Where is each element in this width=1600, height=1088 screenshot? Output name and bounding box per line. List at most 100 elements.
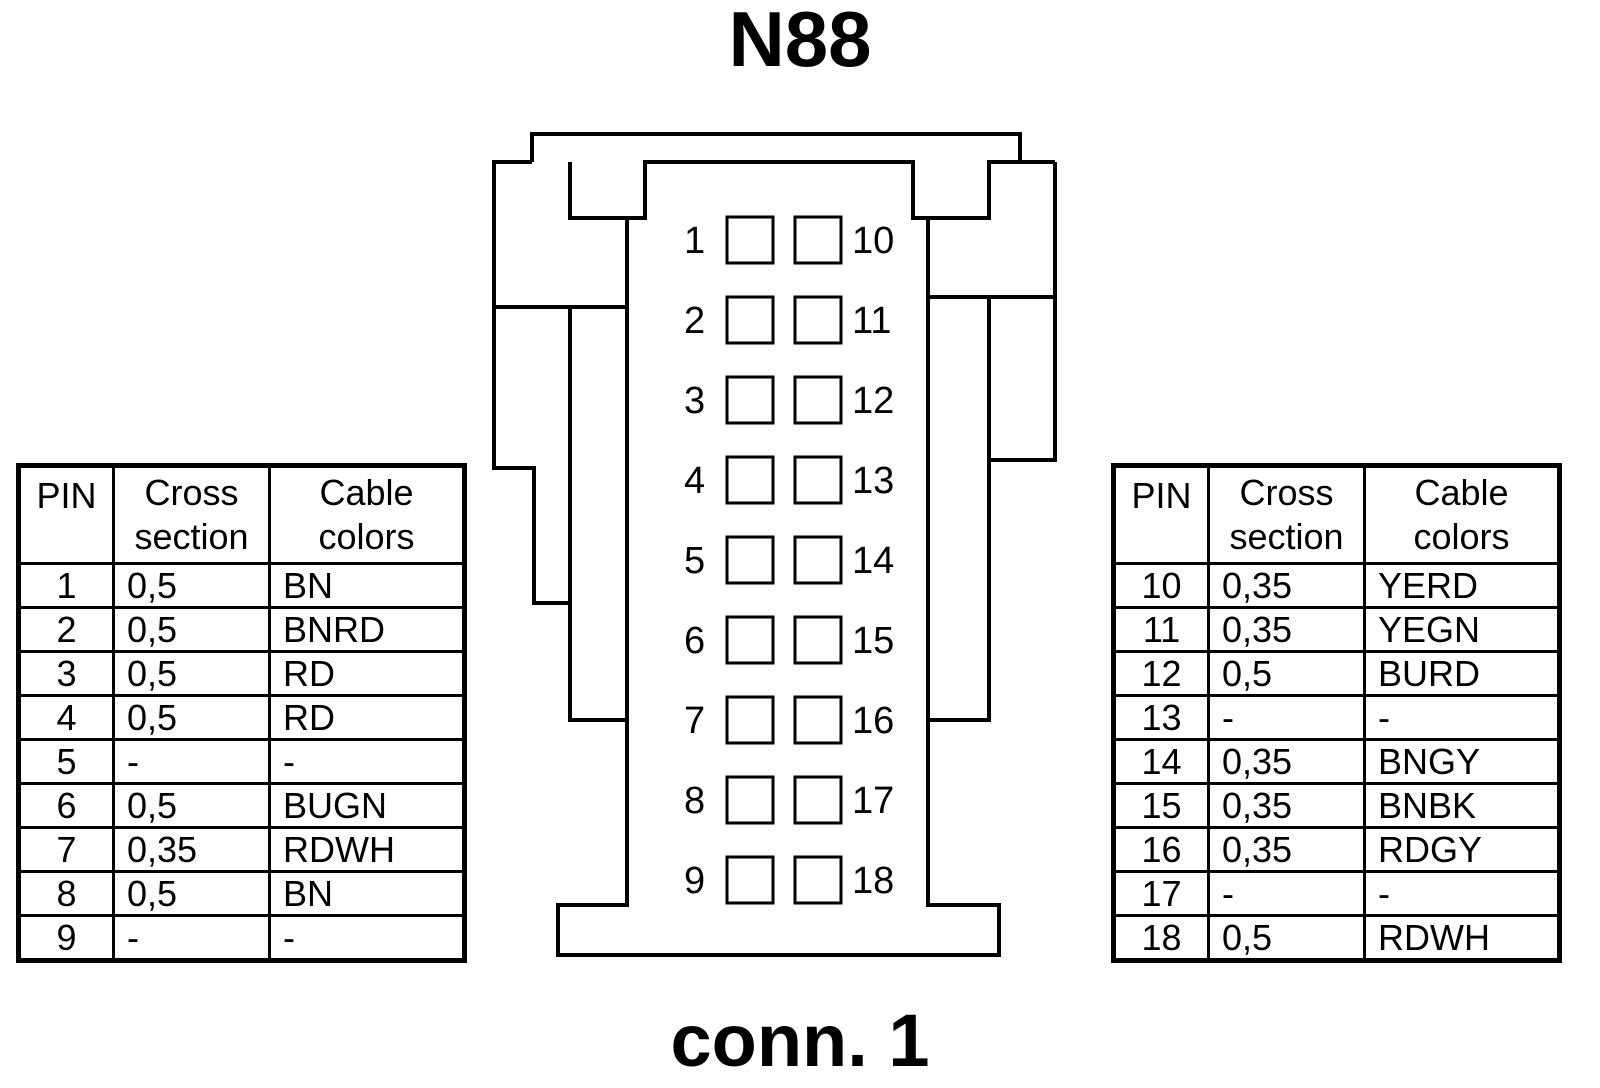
pin-slot bbox=[793, 615, 843, 665]
pin-number-label: 18 bbox=[852, 860, 895, 902]
cable-color-cell: BNBK bbox=[1363, 782, 1561, 829]
pin-number-label: 17 bbox=[852, 780, 895, 822]
pin-slot bbox=[725, 855, 775, 905]
connector-left-wing bbox=[492, 160, 627, 722]
pin-slot bbox=[793, 375, 843, 425]
pin-number-label: 13 bbox=[852, 460, 895, 502]
cable-color-cell: RDWH bbox=[268, 826, 466, 873]
cross-section-cell: - bbox=[112, 914, 271, 962]
cross-section-cell: 0,35 bbox=[1207, 562, 1366, 609]
cross-section-cell: 0,35 bbox=[112, 826, 271, 873]
pin-cell: 17 bbox=[1112, 870, 1210, 917]
pin-cell: 7 bbox=[17, 826, 115, 873]
cable-color-cell: YERD bbox=[1363, 562, 1561, 609]
pin-slot bbox=[793, 295, 843, 345]
cross-section-cell: 0,5 bbox=[112, 606, 271, 653]
pin-cell: 2 bbox=[17, 606, 115, 653]
pin-number-label: 1 bbox=[684, 220, 706, 262]
pin-cell: 4 bbox=[17, 694, 115, 741]
pin-cell: 16 bbox=[1112, 826, 1210, 873]
cable-color-cell: BUGN bbox=[268, 782, 466, 829]
cross-section-cell: - bbox=[112, 738, 271, 785]
pin-slot bbox=[793, 535, 843, 585]
cable-color-cell: BN bbox=[268, 870, 466, 917]
cross-section-cell: - bbox=[1207, 694, 1366, 741]
pin-number-label: 5 bbox=[684, 540, 706, 582]
cable-color-cell: YEGN bbox=[1363, 606, 1561, 653]
pin-slot bbox=[793, 855, 843, 905]
pin-cell: 13 bbox=[1112, 694, 1210, 741]
pin-number-label: 15 bbox=[852, 620, 895, 662]
cable-color-cell: - bbox=[268, 914, 466, 962]
pin-cell: 1 bbox=[17, 562, 115, 609]
pin-cell: 15 bbox=[1112, 782, 1210, 829]
cable-color-cell: BNRD bbox=[268, 606, 466, 653]
connector-top-bar bbox=[530, 132, 1022, 162]
connector-body bbox=[556, 218, 1001, 957]
cross-section-cell: 0,35 bbox=[1207, 738, 1366, 785]
pin-number-label: 11 bbox=[852, 300, 892, 342]
cross-section-cell: 0,5 bbox=[1207, 914, 1366, 962]
cable-color-cell: - bbox=[1363, 870, 1561, 917]
cable-color-cell: RD bbox=[268, 650, 466, 697]
diagram-title: N88 bbox=[728, 0, 872, 83]
pin-slot bbox=[793, 455, 843, 505]
cable-color-cell: RD bbox=[268, 694, 466, 741]
pin-slot bbox=[725, 615, 775, 665]
pin-number-label: 10 bbox=[852, 220, 895, 262]
cross-section-cell: 0,35 bbox=[1207, 782, 1366, 829]
pin-number-label: 4 bbox=[684, 460, 706, 502]
header-pin: PIN bbox=[1112, 464, 1210, 565]
pin-number-label: 2 bbox=[684, 300, 706, 342]
cross-section-cell: 0,35 bbox=[1207, 826, 1366, 873]
header-pin: PIN bbox=[17, 464, 115, 565]
cross-section-cell: - bbox=[1207, 870, 1366, 917]
connector-label: conn. 1 bbox=[670, 999, 930, 1082]
pin-slot bbox=[793, 775, 843, 825]
pin-slot bbox=[725, 375, 775, 425]
table-row: 17-- bbox=[1112, 870, 1561, 917]
pin-number-label: 8 bbox=[684, 780, 706, 822]
pin-cell: 6 bbox=[17, 782, 115, 829]
pin-slot bbox=[793, 695, 843, 745]
cable-color-cell: RDGY bbox=[1363, 826, 1561, 873]
pin-number-label: 9 bbox=[684, 860, 706, 902]
pin-cell: 3 bbox=[17, 650, 115, 697]
pin-cell: 18 bbox=[1112, 914, 1210, 962]
cross-section-cell: 0,5 bbox=[112, 650, 271, 697]
table-row: 13-- bbox=[1112, 694, 1561, 741]
pin-number-label: 7 bbox=[684, 700, 706, 742]
table-row: 9-- bbox=[17, 914, 466, 962]
cable-color-cell: BURD bbox=[1363, 650, 1561, 697]
pin-cell: 9 bbox=[17, 914, 115, 962]
cross-section-cell: 0,5 bbox=[1207, 650, 1366, 697]
pin-slot bbox=[725, 775, 775, 825]
pin-slot bbox=[725, 455, 775, 505]
pin-slot bbox=[725, 695, 775, 745]
pin-number-label: 6 bbox=[684, 620, 706, 662]
pin-number-label: 3 bbox=[684, 380, 706, 422]
pin-cell: 10 bbox=[1112, 562, 1210, 609]
connector-right-wing bbox=[928, 162, 1057, 722]
cross-section-cell: 0,35 bbox=[1207, 606, 1366, 653]
pin-number-label: 14 bbox=[852, 540, 895, 582]
